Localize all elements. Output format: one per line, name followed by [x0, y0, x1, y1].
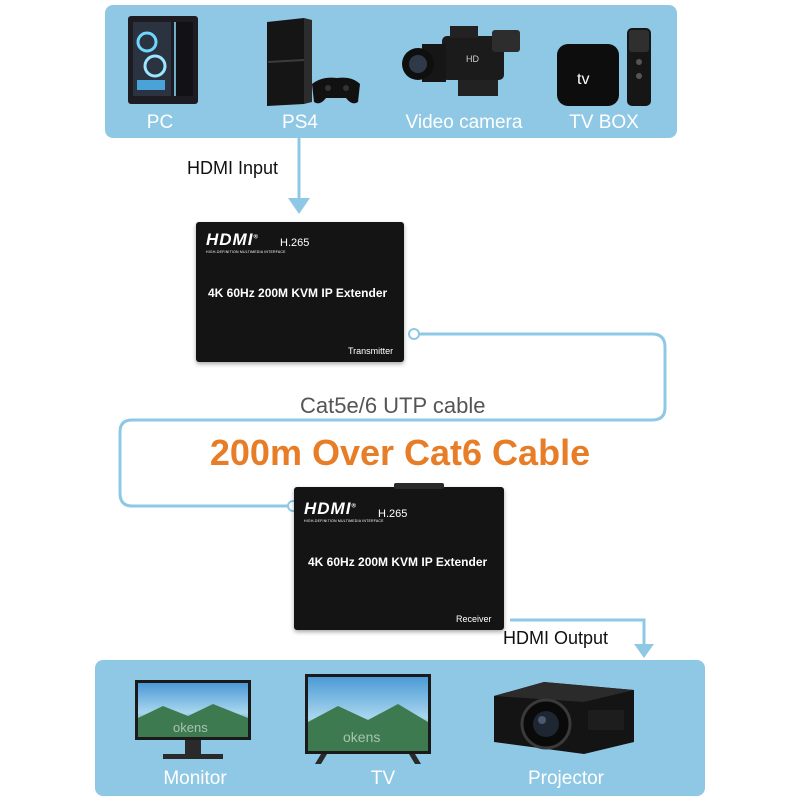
transmitter-hdmi-logo: HDMI® [206, 230, 259, 249]
distance-headline: 200m Over Cat6 Cable [209, 432, 591, 473]
hdmi-input-label: HDMI Input [187, 158, 279, 178]
monitor-icon: okens [135, 680, 251, 759]
source-label-video-camera: Video camera [405, 112, 523, 133]
cat-cable-line [118, 332, 667, 508]
tv-watermark: okens [343, 729, 380, 745]
svg-text:HD: HD [466, 54, 479, 64]
pc-tower-icon [128, 16, 198, 104]
receiver-model-name: 4K 60Hz 200M KVM IP Extender [308, 555, 488, 569]
video-camera-icon: HD [402, 26, 520, 96]
hdmi-output-label: HDMI Output [503, 628, 609, 648]
transmitter-model-name: 4K 60Hz 200M KVM IP Extender [208, 286, 388, 300]
transmitter-device: HDMI® HIGH-DEFINITION MULTIMEDIA INTERFA… [196, 222, 404, 362]
receiver-codec: H.265 [378, 508, 408, 520]
transmitter-hdmi-logo-subtitle: HIGH-DEFINITION MULTIMEDIA INTERFACE [206, 250, 286, 254]
cable-type-label: Cat5e/6 UTP cable [300, 393, 486, 418]
display-label-projector: Projector [527, 768, 605, 789]
hdmi-input-arrowhead [288, 198, 310, 214]
display-label-tv: TV [370, 768, 396, 789]
tv-box-brand: tv [577, 71, 589, 88]
source-label-tv-box: TV BOX [569, 112, 639, 133]
receiver-role-label: Receiver [456, 614, 492, 624]
projector-icon [494, 682, 634, 754]
hdmi-output-line [510, 618, 646, 647]
transmitter-port-dot [408, 328, 420, 340]
source-label-pc: PC [146, 112, 174, 133]
transmitter-codec: H.265 [280, 237, 310, 249]
receiver-hdmi-logo: HDMI® [304, 499, 357, 518]
transmitter-role-label: Transmitter [348, 346, 394, 356]
source-label-ps4: PS4 [282, 112, 318, 133]
monitor-watermark: okens [173, 720, 208, 735]
hdmi-output-arrowhead [634, 644, 654, 658]
receiver-top-port [394, 483, 444, 489]
receiver-hdmi-logo-subtitle: HIGH-DEFINITION MULTIMEDIA INTERFACE [304, 519, 384, 523]
tv-box-icon: tv [557, 28, 651, 106]
display-label-monitor: Monitor [163, 768, 227, 789]
tv-icon: okens [305, 674, 431, 764]
receiver-device: HDMI® HIGH-DEFINITION MULTIMEDIA INTERFA… [294, 483, 504, 630]
ps4-console-icon [267, 18, 360, 106]
